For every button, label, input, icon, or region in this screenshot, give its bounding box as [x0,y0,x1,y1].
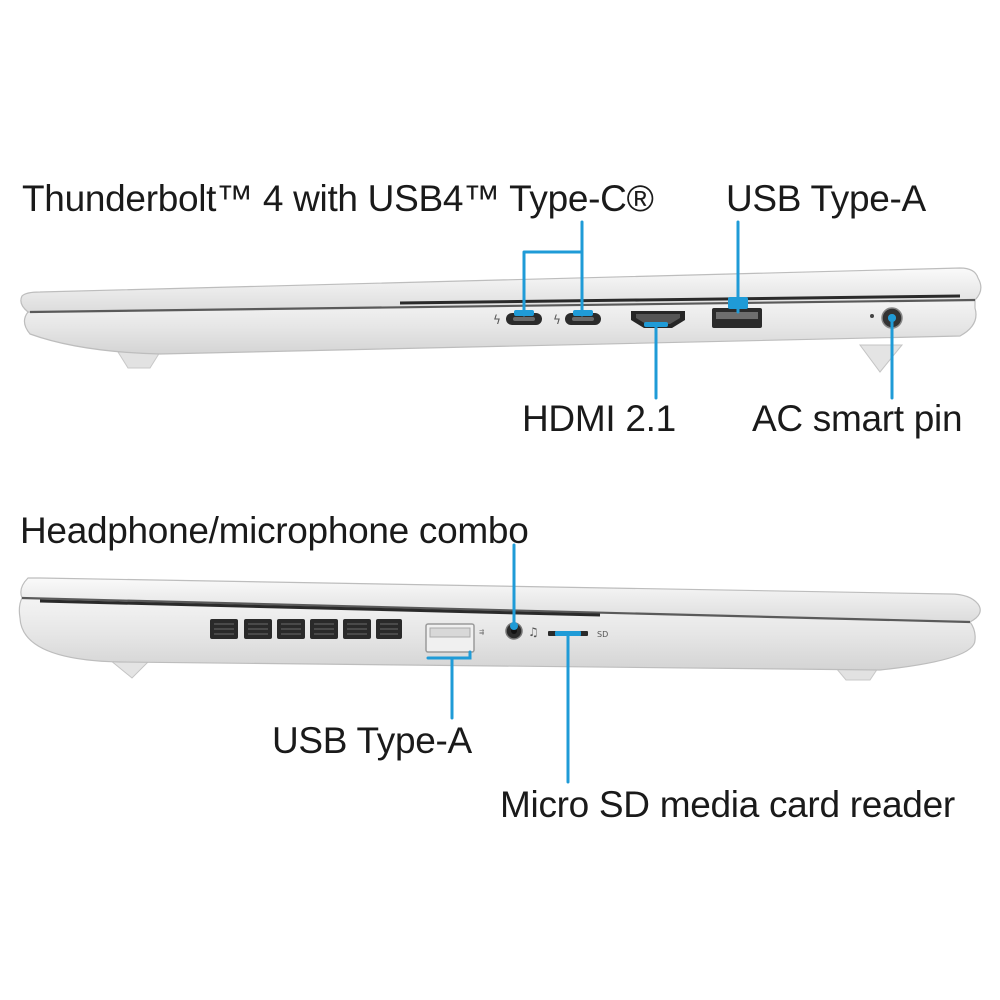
callout-usb-a-right [426,650,472,720]
callout-dots [510,297,896,636]
thunderbolt-port-1: ϟ [493,313,542,327]
label-ac-pin: AC smart pin [752,398,963,439]
laptop-right-side: ⇶ ♫ SD [18,577,981,681]
label-sd: Micro SD media card reader [500,784,955,825]
hinge-slot [399,294,961,305]
label-usb-a-left: USB Type-A [726,178,926,219]
sd-icon: SD [597,630,608,639]
label-hdmi: HDMI 2.1 [522,398,676,439]
hinge-gap [21,596,971,624]
lightning-icon: ϟ [553,313,561,327]
usb-icon: ⇶ [479,629,484,636]
callout-thunderbolt [522,220,584,317]
hinge-gap [29,298,976,314]
usb-a-port-right: ⇶ [425,623,484,653]
laptop-left-side: ϟ ϟ [20,267,982,373]
foot-right [859,344,904,373]
headset-icon: ♫ [528,625,539,639]
audio-jack-port: ♫ [505,622,539,640]
lightning-icon: ϟ [493,313,501,327]
label-usb-a-right: USB Type-A [272,720,472,761]
laptop-base [18,597,976,671]
label-thunderbolt: Thunderbolt™ 4 with USB4™ Type-C® [22,178,654,219]
thunderbolt-port-2: ϟ [553,313,601,327]
hinge-slot [39,599,601,617]
laptop-lid [20,577,981,623]
usb-a-port-left [712,308,762,328]
vent-slats [214,623,398,635]
label-audio: Headphone/microphone combo [20,510,529,551]
